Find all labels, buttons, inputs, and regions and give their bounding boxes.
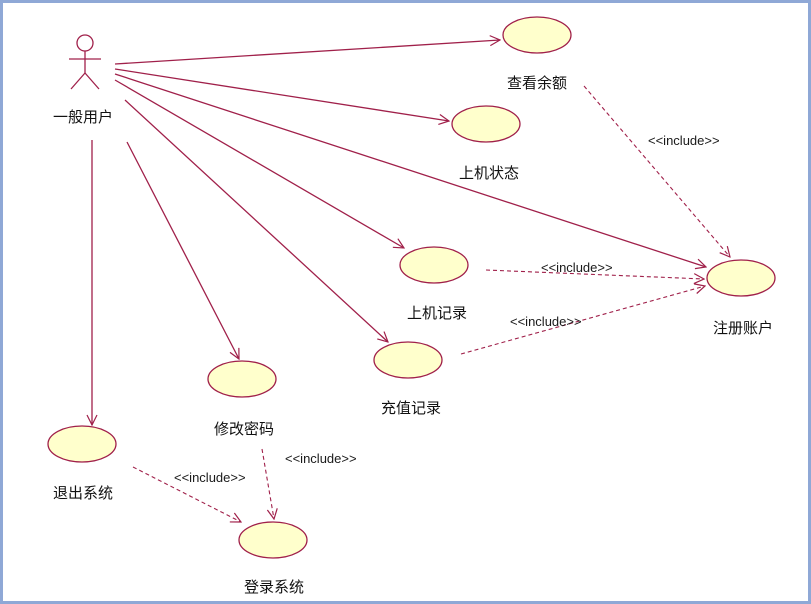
include-layer [132, 85, 730, 522]
use-case-label-record: 上机记录 [407, 304, 468, 322]
use-case-label-exit: 退出系统 [53, 484, 114, 502]
include-label-recharge: <<include>> [510, 314, 582, 329]
association-line-register [114, 73, 706, 267]
association-line-record [114, 79, 404, 248]
use-case-label-register: 注册账户 [713, 319, 774, 337]
include-line-password [261, 448, 274, 519]
association-line-status [114, 68, 449, 121]
use-case-register[interactable] [706, 259, 776, 297]
actor-icon[interactable] [69, 34, 101, 90]
association-line-recharge [124, 99, 388, 342]
include-label-record: <<include>> [541, 260, 613, 275]
use-case-label-login: 登录系统 [244, 578, 305, 596]
use-case-balance[interactable] [502, 16, 572, 54]
use-case-label-password: 修改密码 [214, 420, 275, 438]
include-line-balance [583, 85, 730, 257]
include-label-balance: <<include>> [648, 133, 720, 148]
use-case-layer [47, 16, 776, 559]
include-label-password: <<include>> [285, 451, 357, 466]
association-line-password [126, 141, 239, 359]
actor-label: 一般用户 [53, 108, 114, 126]
use-case-label-status: 上机状态 [459, 164, 520, 182]
include-line-recharge [460, 286, 705, 355]
use-case-label-balance: 查看余额 [507, 74, 568, 92]
use-case-exit[interactable] [47, 425, 117, 463]
use-case-status[interactable] [451, 105, 521, 143]
use-case-login[interactable] [238, 521, 308, 559]
use-case-diagram [47, 16, 776, 559]
include-line-exit [132, 466, 241, 522]
use-case-label-recharge: 充值记录 [381, 399, 442, 417]
association-line-balance [114, 40, 500, 65]
use-case-password[interactable] [207, 360, 277, 398]
association-layer [92, 40, 706, 425]
include-line-record [485, 269, 704, 279]
use-case-recharge[interactable] [373, 341, 443, 379]
include-label-exit: <<include>> [174, 470, 246, 485]
use-case-record[interactable] [399, 246, 469, 284]
